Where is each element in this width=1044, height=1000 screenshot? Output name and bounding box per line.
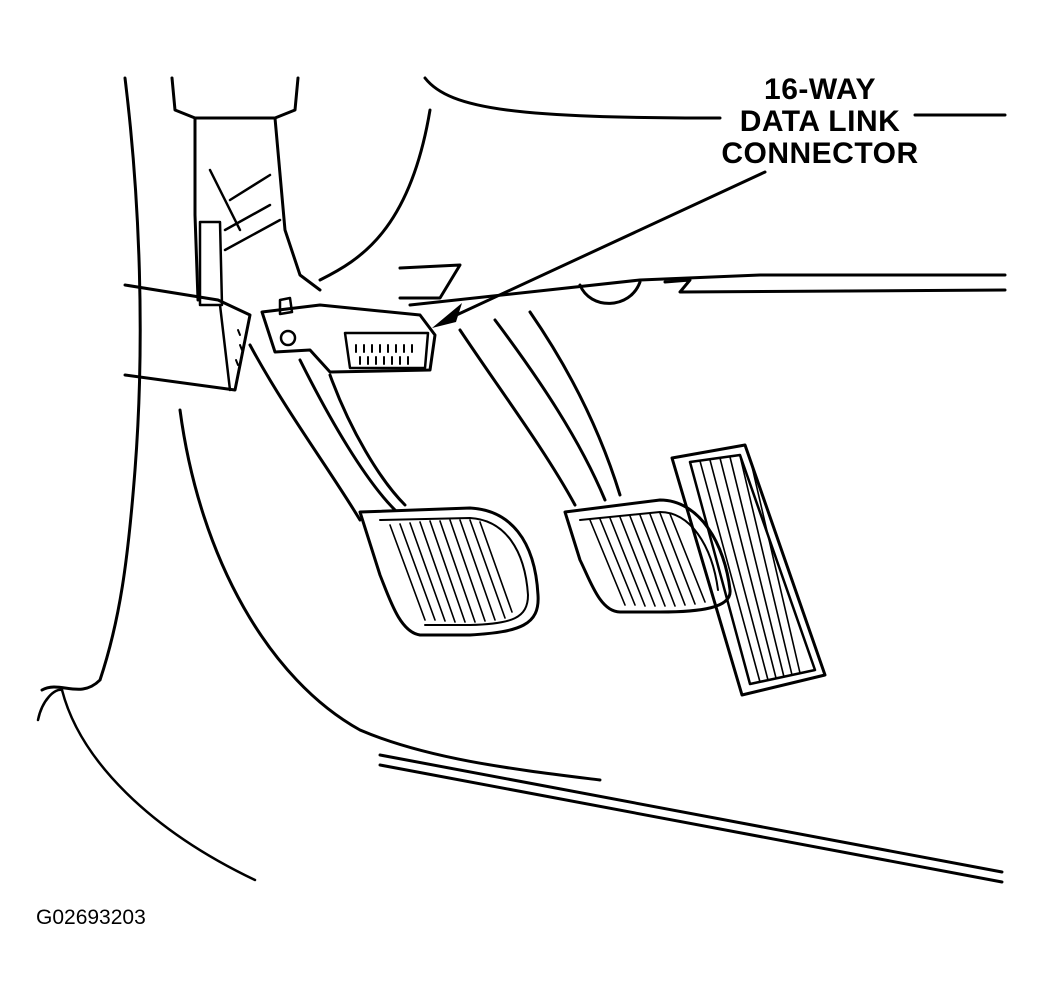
brake-pedal	[248, 343, 540, 637]
callout-arrow	[432, 170, 767, 328]
floor-edge	[378, 753, 1004, 884]
dash-panel	[318, 76, 1007, 307]
callout-label: 16-WAY DATA LINK CONNECTOR	[700, 74, 940, 170]
center-pedal	[458, 310, 732, 614]
figure-id: G02693203	[36, 906, 146, 929]
kick-panel	[123, 283, 252, 392]
callout-line-1: 16-WAY	[764, 73, 876, 106]
steering-column	[170, 76, 322, 307]
data-link-connector	[260, 296, 437, 374]
a-pillar-trim	[36, 76, 602, 882]
callout-line-2: DATA LINK	[739, 105, 901, 138]
accelerator-pedal	[670, 443, 827, 697]
callout-line-3: CONNECTOR	[721, 137, 919, 170]
